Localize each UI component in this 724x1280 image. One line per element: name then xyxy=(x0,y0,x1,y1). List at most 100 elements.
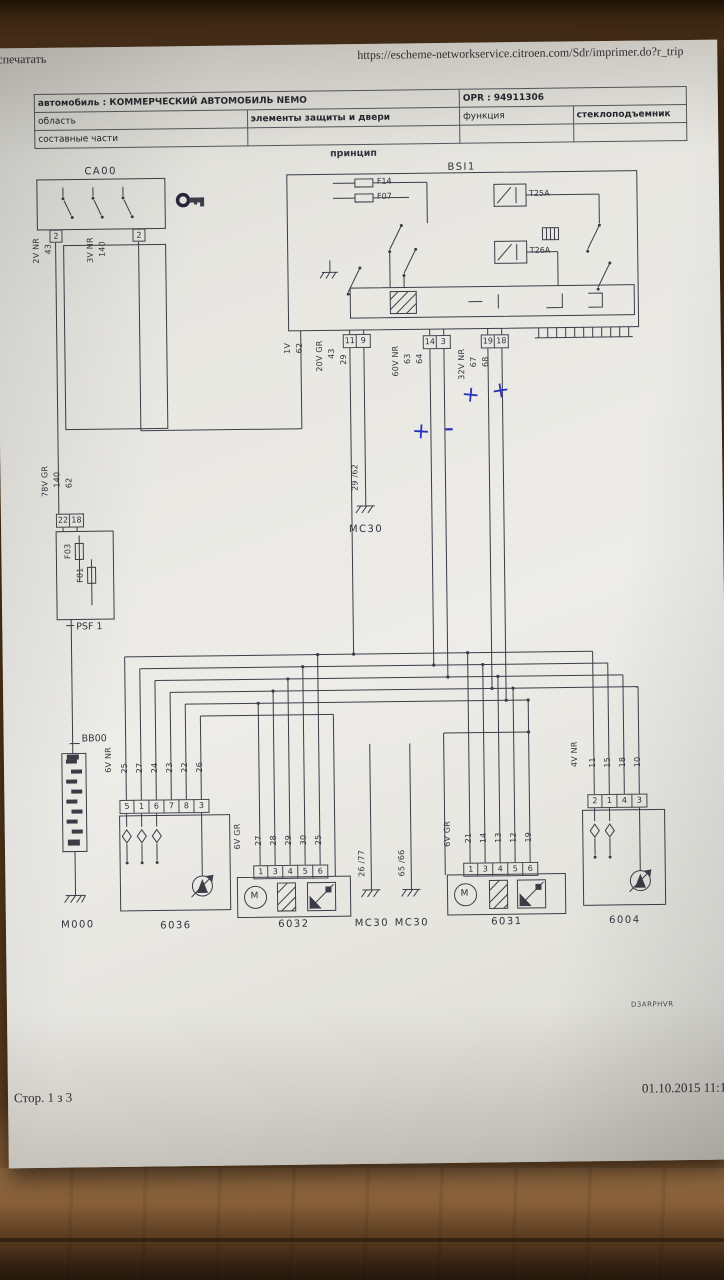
wire-label: 1V xyxy=(282,342,292,354)
handwritten-minus-mark: - xyxy=(443,410,455,444)
motor-m-label: M xyxy=(250,891,259,902)
relay-label-t26a: T26A xyxy=(529,245,551,255)
pin-wire-number: 10 xyxy=(632,756,643,768)
wire-label: 4V NR xyxy=(569,741,580,768)
pin-number: 18 xyxy=(69,513,85,528)
pin-number: 3 xyxy=(478,862,494,877)
pin-number: 9 xyxy=(356,333,371,349)
wire-label: 43 xyxy=(326,348,337,360)
bsi1-module xyxy=(286,170,640,339)
pin-wire-number: 13 xyxy=(493,832,503,844)
function-value: стеклоподъемник xyxy=(572,104,687,124)
pin-number: 3 xyxy=(268,864,284,880)
ground-label-m000: M000 xyxy=(60,919,95,931)
handwritten-plus-mark: + xyxy=(489,377,512,405)
doc-code: D3ARPHVR xyxy=(630,1000,674,1009)
component-label-ca00: CA00 xyxy=(84,165,118,178)
wire-label: 62 xyxy=(64,477,74,489)
wire-label: 6V GR xyxy=(232,823,242,850)
pin-wire-number: 27 xyxy=(253,835,263,846)
pin-wire-number: 18 xyxy=(617,756,628,768)
handwritten-plus-mark: + xyxy=(411,418,432,445)
pin-number: 22 xyxy=(55,513,71,528)
ca00-pin-right: 2 xyxy=(132,228,146,242)
pin-number: 1 xyxy=(602,793,618,809)
pin-wire-number: 25 xyxy=(313,834,323,846)
pin-number: 11 xyxy=(342,334,357,349)
pin-wire-number: 24 xyxy=(149,762,160,774)
wire-label: 60V NR xyxy=(390,345,401,377)
wire-label: 29 xyxy=(338,354,349,365)
fuse-label-f01: F01 xyxy=(75,567,85,583)
wire-label: 65 /66 xyxy=(397,849,407,877)
pin-number: 5 xyxy=(298,864,314,879)
footer-date: 01.10.2015 11:1 xyxy=(641,1079,724,1096)
pin-number: 1 xyxy=(253,865,269,880)
pin-number: 1 xyxy=(463,862,479,877)
pin-wire-number: 27 xyxy=(134,762,145,774)
pin-wire-number: 15 xyxy=(602,756,613,768)
fuse-label-f07: F07 xyxy=(376,191,392,201)
unit-6032-window-motor xyxy=(236,875,352,919)
wire-label: 2V NR xyxy=(31,237,41,264)
wire-label: 140 xyxy=(97,241,107,258)
pin-number: 6 xyxy=(313,864,329,879)
pin-wire-number: 22 xyxy=(179,762,190,773)
unit-6036-window-switch xyxy=(119,812,232,912)
header-table: автомобиль : КОММЕРЧЕСКИЙ АВТОМОБИЛЬ NEM… xyxy=(34,86,688,149)
pin-wire-number: 11 xyxy=(587,757,598,768)
unit-6004-window-switch xyxy=(582,807,667,906)
pin-number: 18 xyxy=(494,334,509,349)
pin-number: 4 xyxy=(617,793,633,808)
pin-number: 1 xyxy=(134,799,150,814)
component-label-bsi1: BSI1 xyxy=(447,161,476,173)
ca00-connector-box xyxy=(63,243,169,431)
wire-label: 68 xyxy=(480,356,491,368)
wire-label: 29 /62 xyxy=(350,464,360,491)
wire-label: 64 xyxy=(414,353,425,364)
key-icon xyxy=(175,192,205,208)
pin-number: 3 xyxy=(436,334,451,350)
pin-number: 8 xyxy=(179,799,195,814)
pin-number: 14 xyxy=(422,335,437,350)
wood-plank-seam xyxy=(0,1238,724,1242)
ground-label-mc30-right: MC30 xyxy=(394,917,430,929)
pin-number: 3 xyxy=(632,793,648,808)
ca00-pin-left: 2 xyxy=(49,229,63,243)
ground-label-mc30-left: MC30 xyxy=(354,917,390,930)
wire-label: 63 xyxy=(402,353,413,365)
footer-page-number: Стор. 1 з 3 xyxy=(13,1089,73,1106)
component-label-bb00: BB00 xyxy=(81,733,107,745)
function-label: функция xyxy=(459,105,574,126)
empty-cell xyxy=(459,123,574,144)
pin-number: 4 xyxy=(493,862,509,877)
pin-wire-number: 14 xyxy=(478,832,488,844)
pin-wire-number: 19 xyxy=(523,831,533,843)
empty-cell xyxy=(247,125,460,146)
pin-wire-number: 30 xyxy=(298,834,308,846)
wire-label: 3V NR xyxy=(85,237,95,264)
pin-number: 6 xyxy=(523,861,539,877)
wire-label: 6V NR xyxy=(103,747,114,773)
pin-number: 6 xyxy=(149,799,165,814)
component-label-6032: 6032 xyxy=(278,918,310,931)
empty-cell xyxy=(573,122,687,142)
wire-label: 62 xyxy=(294,342,304,354)
wire-label: 43 xyxy=(43,243,53,255)
pin-number: 4 xyxy=(283,864,299,879)
component-label-6036: 6036 xyxy=(160,920,192,932)
wire-label: 32V NR xyxy=(456,348,467,380)
ground-symbols xyxy=(64,505,421,903)
print-link[interactable]: спечатать xyxy=(0,51,47,67)
wiring-diagram xyxy=(36,170,667,919)
pin-number: 7 xyxy=(164,799,180,814)
pin-wire-number: 23 xyxy=(164,762,175,774)
handwritten-plus-mark: + xyxy=(460,381,482,409)
pin-wire-number: 26 xyxy=(194,761,205,773)
ca00-ignition-switch xyxy=(36,177,166,231)
wire-label: 67 xyxy=(468,356,479,368)
